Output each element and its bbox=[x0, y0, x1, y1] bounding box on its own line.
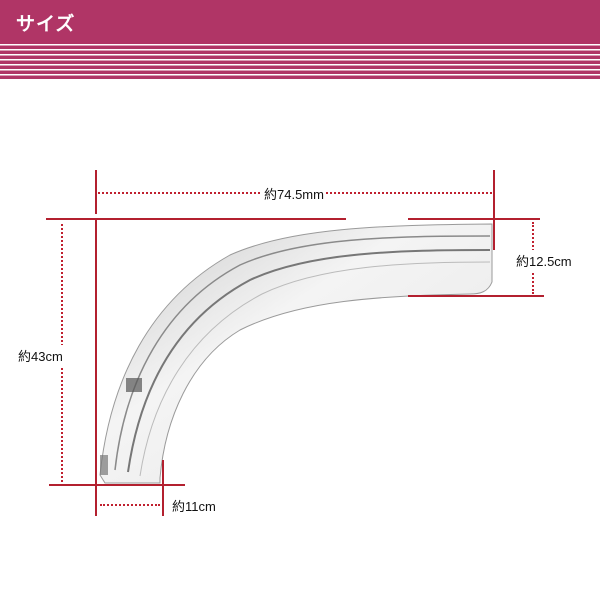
clip-detail bbox=[126, 378, 142, 392]
section-title: サイズ bbox=[16, 13, 76, 35]
dim-line-bottom-ref bbox=[49, 484, 185, 486]
header-stripes bbox=[0, 44, 600, 80]
dim-line-top-ref-left bbox=[46, 218, 346, 220]
label-height-right: 約12.5cm bbox=[516, 250, 572, 271]
dim-line-top-ref-right bbox=[408, 218, 540, 220]
dim-line-top-left-tick bbox=[95, 170, 97, 214]
dim-line-right-bottom bbox=[408, 295, 544, 297]
dim-line-bottom-right-tick bbox=[162, 460, 164, 516]
label-width-bottom: 約11cm bbox=[172, 496, 216, 515]
header-bar: サイズ bbox=[0, 0, 600, 80]
label-width-top: 約74.5mm bbox=[262, 184, 326, 203]
dim-line-left-vertical bbox=[95, 220, 97, 516]
label-height-left: 約43cm bbox=[18, 345, 63, 366]
dim-dotted-bottom bbox=[100, 504, 160, 506]
dim-line-top-right-tick bbox=[493, 170, 495, 250]
